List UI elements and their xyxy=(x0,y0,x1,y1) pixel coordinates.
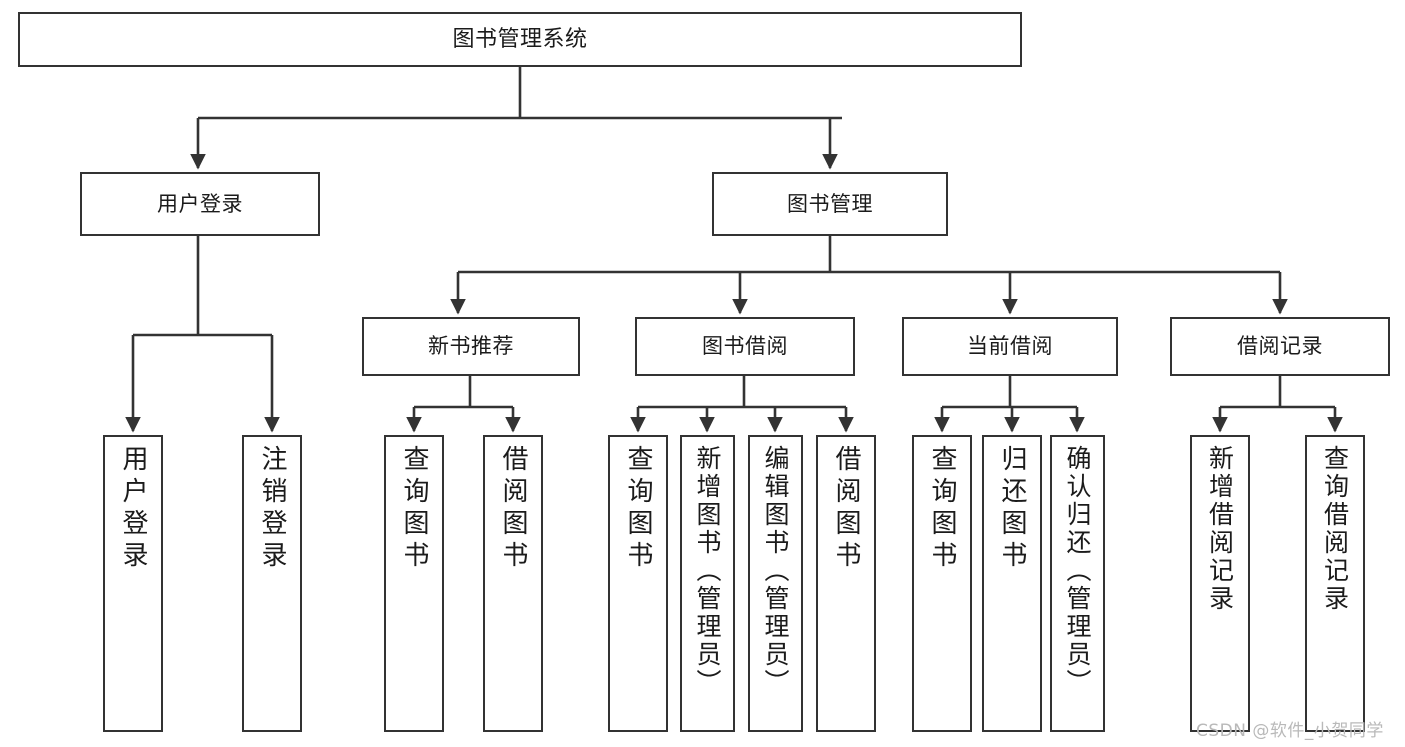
node-label: 借阅记录 xyxy=(1237,334,1323,359)
node-user-login[interactable]: 用户登录 xyxy=(80,172,320,236)
leaf-book-borrow-borrow-book[interactable]: 借阅图书 xyxy=(816,435,876,732)
node-label: 图书管理 xyxy=(787,191,873,216)
node-book-management[interactable]: 图书管理 xyxy=(712,172,948,236)
node-label: 借阅图书 xyxy=(831,445,861,573)
node-label: 注销登录 xyxy=(257,445,287,573)
leaf-book-borrow-add-book-admin[interactable]: 新增图书（管理员） xyxy=(680,435,735,732)
leaf-new-book-borrow-books[interactable]: 借阅图书 xyxy=(483,435,543,732)
leaf-current-borrow-query-books[interactable]: 查询图书 xyxy=(912,435,972,732)
node-label: 确认归还（管理员） xyxy=(1063,445,1092,697)
node-label: 查询借阅记录 xyxy=(1320,445,1350,613)
node-label: 新书推荐 xyxy=(428,334,514,359)
node-label: 当前借阅 xyxy=(967,334,1053,359)
node-label: 归还图书 xyxy=(997,445,1027,573)
node-new-book-recommendation[interactable]: 新书推荐 xyxy=(362,317,580,376)
node-label: 新增借阅记录 xyxy=(1205,445,1235,613)
leaf-current-borrow-return-books[interactable]: 归还图书 xyxy=(982,435,1042,732)
leaf-book-borrow-query-books[interactable]: 查询图书 xyxy=(608,435,668,732)
node-borrowing-record[interactable]: 借阅记录 xyxy=(1170,317,1390,376)
leaf-borrow-record-query-record[interactable]: 查询借阅记录 xyxy=(1305,435,1365,732)
leaf-book-borrow-edit-book-admin[interactable]: 编辑图书（管理员） xyxy=(748,435,803,732)
leaf-current-borrow-confirm-return-admin[interactable]: 确认归还（管理员） xyxy=(1050,435,1105,732)
node-book-borrowing[interactable]: 图书借阅 xyxy=(635,317,855,376)
node-label: 用户登录 xyxy=(118,445,148,573)
node-label: 用户登录 xyxy=(157,191,243,216)
leaf-new-book-query-books[interactable]: 查询图书 xyxy=(384,435,444,732)
node-label: 图书借阅 xyxy=(702,334,788,359)
node-label: 新增图书（管理员） xyxy=(693,445,722,697)
node-label: 图书管理系统 xyxy=(452,26,588,52)
node-label: 查询图书 xyxy=(927,445,957,573)
leaf-user-login-logout[interactable]: 注销登录 xyxy=(242,435,302,732)
node-label: 查询图书 xyxy=(399,445,429,573)
node-root-book-management-system[interactable]: 图书管理系统 xyxy=(18,12,1022,67)
leaf-borrow-record-add-record[interactable]: 新增借阅记录 xyxy=(1190,435,1250,732)
node-current-borrowing[interactable]: 当前借阅 xyxy=(902,317,1118,376)
csdn-watermark: CSDN @软件_小贺同学 xyxy=(1196,721,1384,741)
leaf-user-login-login[interactable]: 用户登录 xyxy=(103,435,163,732)
node-label: 借阅图书 xyxy=(498,445,528,573)
node-label: 查询图书 xyxy=(623,445,653,573)
node-label: 编辑图书（管理员） xyxy=(761,445,790,697)
